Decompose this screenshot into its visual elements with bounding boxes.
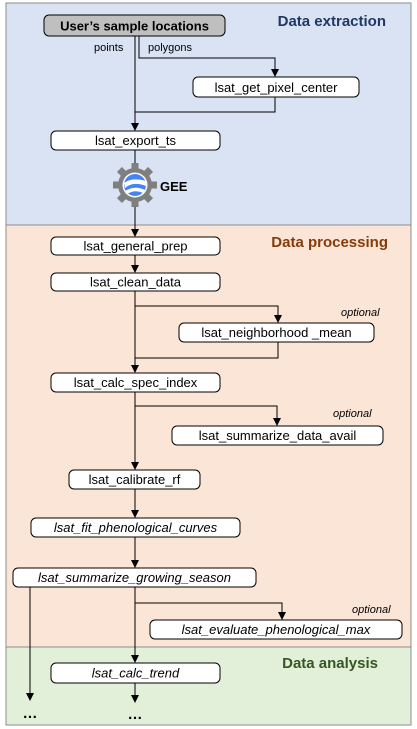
node-summarize-growing-season: lsat_summarize_growing_season (12, 567, 257, 588)
gee-label: GEE (160, 179, 188, 194)
node-calc-spec-index: lsat_calc_spec_index (50, 372, 221, 393)
section-analysis (5, 646, 412, 726)
node-fit-phenological-curves: lsat_fit_phenological_curves (30, 517, 241, 538)
points-label: points (94, 42, 124, 54)
node-calc-trend: lsat_calc_trend (50, 662, 221, 684)
node-fit-phenological-curves-label: lsat_fit_phenological_curves (54, 520, 218, 535)
node-calibrate-rf: lsat_calibrate_rf (68, 469, 201, 490)
node-neighborhood-mean: lsat_neighborhood _mean (178, 322, 375, 343)
optional-label-3: optional (352, 604, 391, 616)
ellipsis-center: … (128, 706, 143, 723)
node-summarize-data-avail: lsat_summarize_data_avail (171, 425, 384, 446)
section-title-analysis: Data analysis (282, 655, 378, 672)
node-calc-spec-index-label: lsat_calc_spec_index (74, 375, 198, 390)
optional-label-1: optional (341, 307, 380, 319)
node-calibrate-rf-label: lsat_calibrate_rf (89, 472, 181, 487)
node-evaluate-phenological-max: lsat_evaluate_phenological_max (149, 619, 403, 640)
optional-label-2: optional (333, 408, 372, 420)
node-summarize-growing-season-label: lsat_summarize_growing_season (38, 570, 231, 585)
node-export-ts: lsat_export_ts (50, 130, 221, 151)
node-get-pixel-center-label: lsat_get_pixel_center (215, 80, 339, 95)
connectors (26, 35, 286, 703)
node-export-ts-label: lsat_export_ts (95, 133, 176, 148)
node-calc-trend-label: lsat_calc_trend (92, 666, 180, 681)
section-title-processing: Data processing (271, 234, 388, 251)
section-extraction (5, 2, 412, 226)
polygons-label: polygons (148, 42, 193, 54)
ellipsis-left: … (23, 705, 38, 722)
node-evaluate-phenological-max-label: lsat_evaluate_phenological_max (182, 622, 371, 637)
node-sample-locations-label: User’s sample locations (60, 19, 209, 34)
node-neighborhood-mean-label: lsat_neighborhood _mean (201, 325, 351, 340)
node-clean-data-label: lsat_clean_data (90, 275, 182, 290)
node-sample-locations: User’s sample locations (43, 14, 226, 37)
section-title-extraction: Data extraction (278, 13, 386, 30)
gee-icon (113, 163, 157, 207)
node-general-prep-label: lsat_general_prep (83, 239, 187, 254)
node-summarize-data-avail-label: lsat_summarize_data_avail (199, 428, 357, 443)
node-clean-data: lsat_clean_data (50, 272, 221, 292)
node-general-prep: lsat_general_prep (50, 236, 221, 256)
node-get-pixel-center: lsat_get_pixel_center (192, 76, 360, 98)
